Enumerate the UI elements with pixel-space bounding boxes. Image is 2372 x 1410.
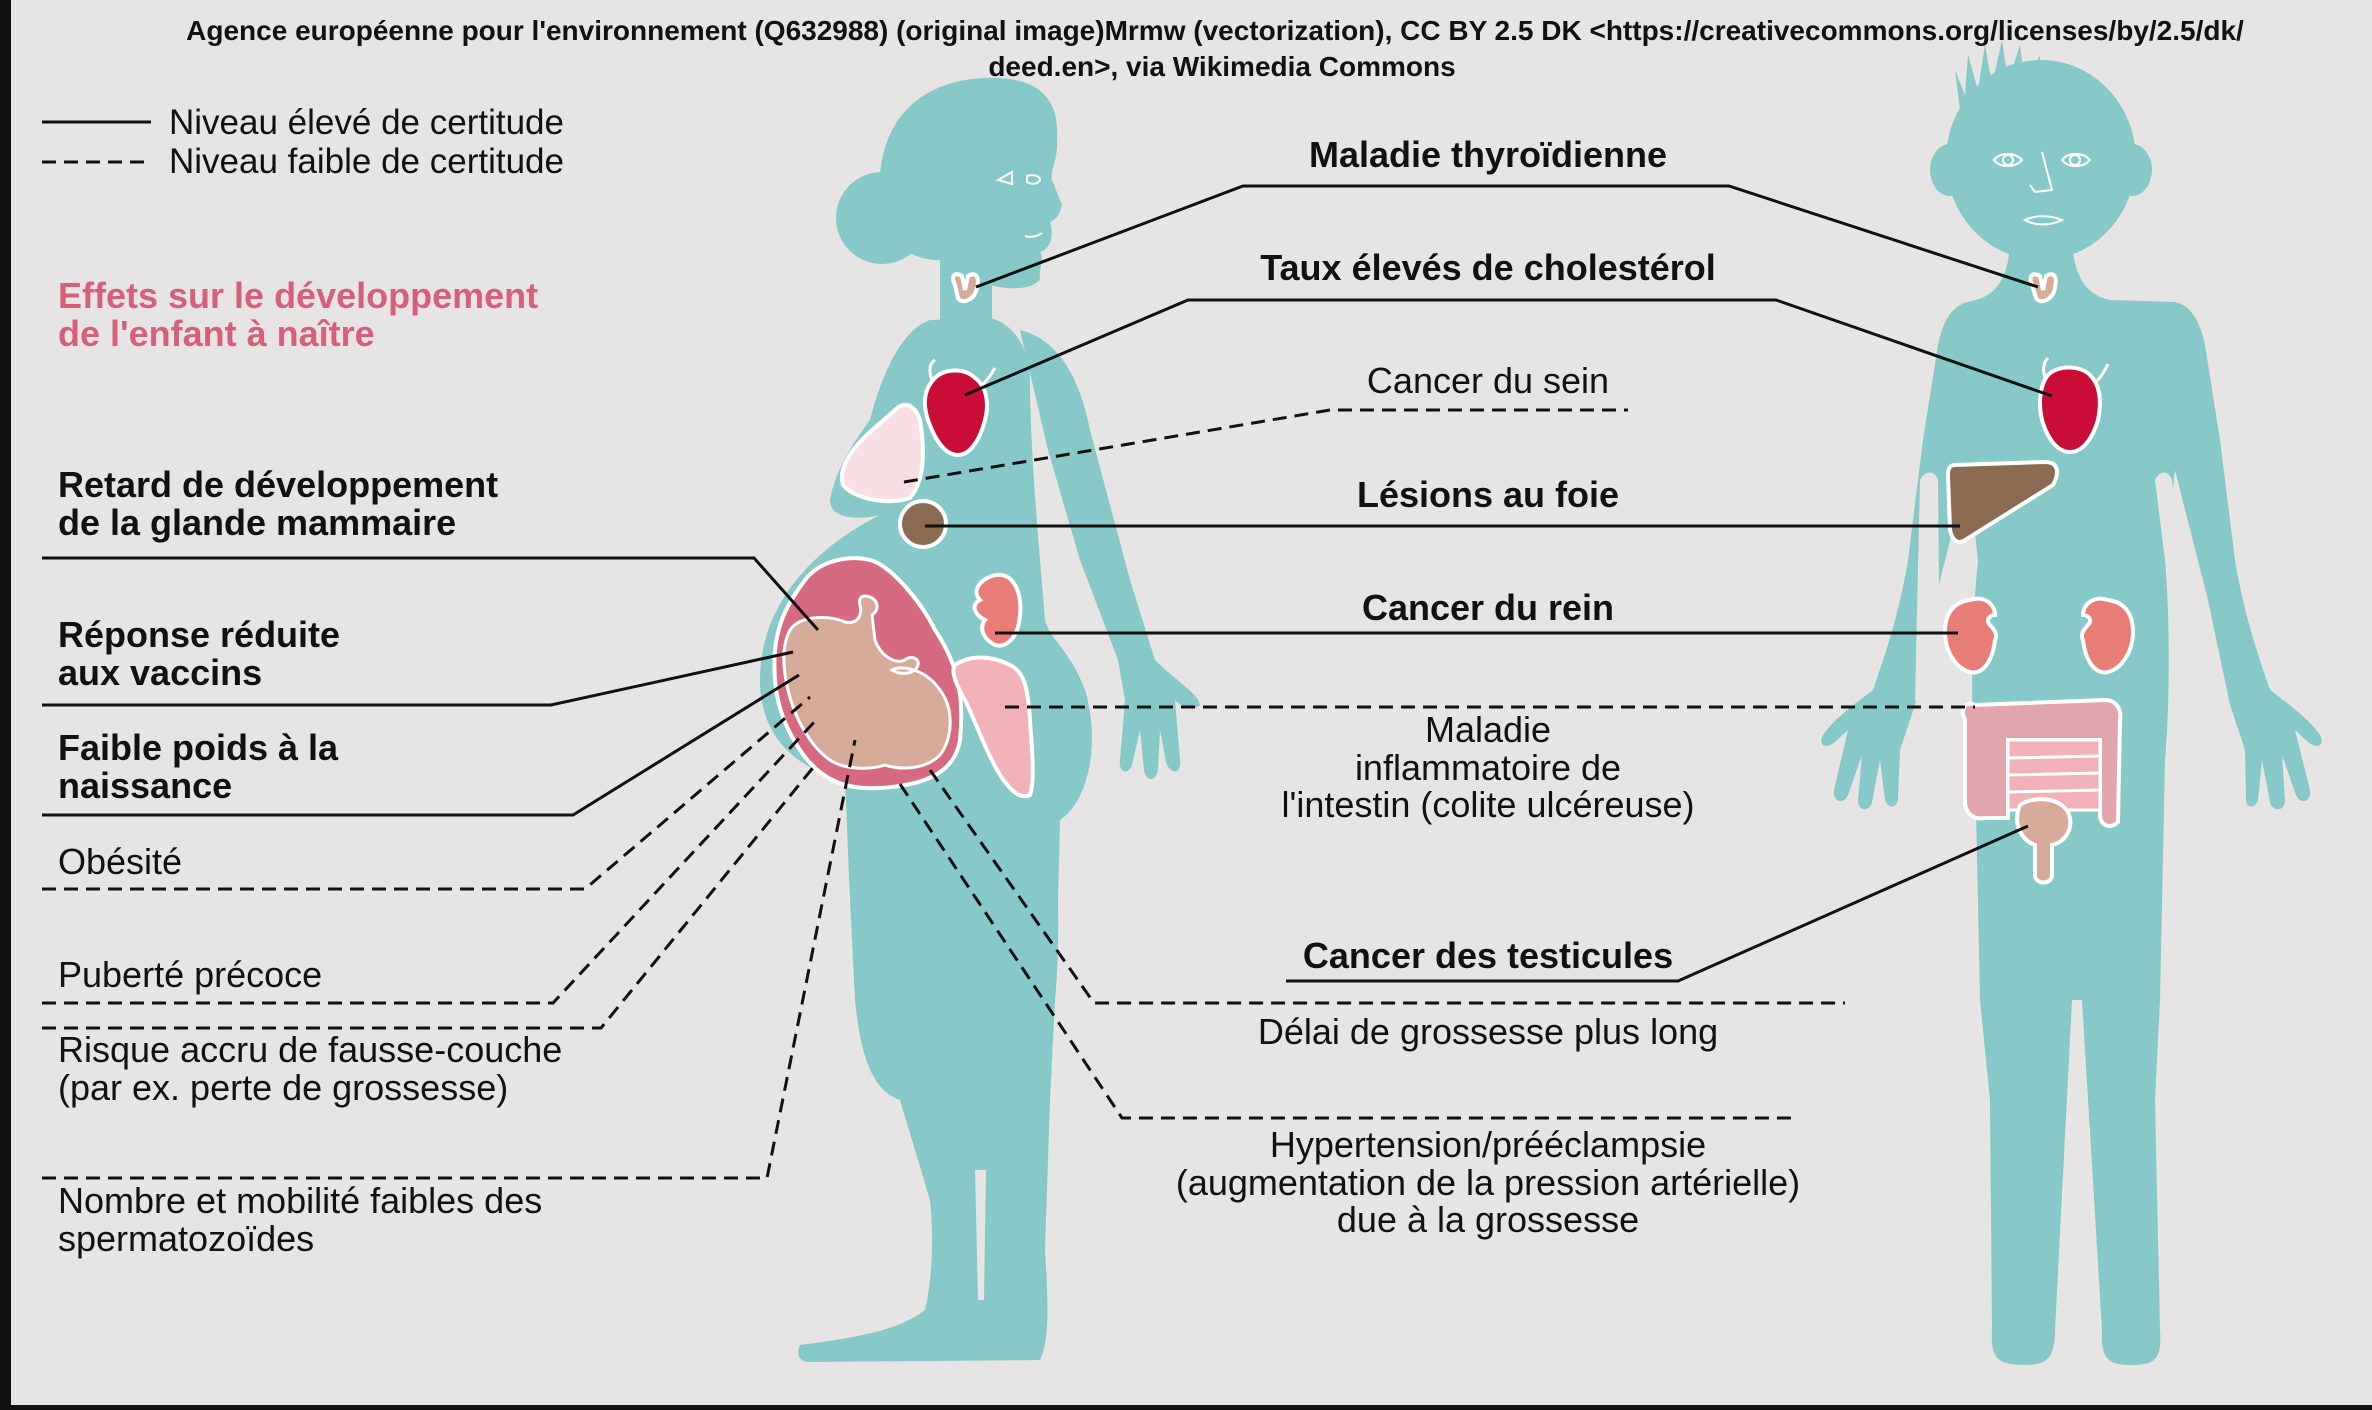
woman-legs — [798, 1000, 1055, 1362]
section-heading-line-1: Effets sur le développement — [58, 275, 538, 316]
fetus — [782, 594, 952, 770]
man-mouth — [2022, 215, 2065, 226]
attribution: Agence européenne pour l'environnement (… — [186, 15, 2244, 82]
arm-gap — [1915, 472, 1940, 700]
man-kidney-right — [1942, 596, 1999, 675]
label-obesity: Obésité — [58, 841, 182, 882]
woman-breast — [839, 402, 925, 504]
connector-thyroid — [975, 184, 2039, 289]
label-ibd-line-2: inflammatoire de — [1355, 747, 1621, 788]
connector-mammary — [42, 556, 820, 631]
label-mammary-line-1: Retard de développement — [58, 464, 498, 505]
woman-eye — [1026, 174, 1042, 185]
heart-vessel — [2094, 363, 2110, 384]
connector-sperm — [42, 739, 857, 1180]
connector-pregnancy-delay — [928, 769, 1845, 1005]
label-pregnancy-delay: Délai de grossesse plus long — [1258, 1011, 1718, 1052]
placenta — [951, 655, 1035, 799]
label-kidney-cancer: Cancer du rein — [1362, 587, 1614, 628]
connector-birth-weight — [42, 673, 800, 817]
man-pupil — [2069, 154, 2081, 166]
pregnant-woman-figure — [760, 77, 1200, 1362]
woman-head — [880, 77, 1062, 300]
label-liver-damage: Lésions au foie — [1357, 474, 1619, 515]
man-nose — [2029, 151, 2054, 194]
woman-liver — [898, 499, 948, 549]
connector-puberty — [42, 716, 820, 1005]
attribution-line-2: deed.en>, via Wikimedia Commons — [988, 51, 1455, 82]
label-puberty: Puberté précoce — [58, 954, 322, 995]
legend-high-certainty: Niveau élevé de certitude — [169, 103, 564, 142]
heart-vessel — [928, 358, 936, 381]
label-mammary-line-2: de la glande mammaire — [58, 502, 456, 543]
label-breast-cancer: Cancer du sein — [1367, 360, 1609, 401]
legend-low-certainty: Niveau faible de certitude — [169, 142, 564, 181]
man-pupil — [2002, 154, 2014, 166]
heart-vessel — [2042, 356, 2050, 379]
man-eye — [2060, 153, 2092, 167]
label-cholesterol: Taux élevés de cholestérol — [1260, 247, 1716, 288]
connector-obesity — [42, 695, 811, 891]
man-genitals — [2015, 797, 2073, 885]
label-sperm-line-2: spermatozoïdes — [58, 1218, 314, 1259]
label-birth-weight-line-1: Faible poids à la — [58, 727, 339, 768]
man-head — [1946, 60, 2136, 260]
label-hypertension-line-1: Hypertension/prééclampsie — [1270, 1124, 1706, 1165]
leg-gap — [975, 1170, 986, 1300]
connector-miscarriage — [42, 763, 818, 1030]
woman-arm — [1020, 330, 1200, 779]
connector-lines — [42, 120, 2053, 1180]
label-hypertension-line-3: due à la grossesse — [1337, 1199, 1639, 1240]
label-hypertension-line-2: (augmentation de la pression artérielle) — [1176, 1162, 1800, 1203]
man-ear — [1930, 144, 1970, 196]
center-labels: Maladie thyroïdienne Taux élevés de chol… — [1176, 134, 1800, 1240]
label-vaccines-line-1: Réponse réduite — [58, 614, 340, 655]
woman-thyroid — [951, 272, 980, 304]
man-liver — [1945, 459, 2059, 544]
label-miscarriage-line-2: (par ex. perte de grossesse) — [58, 1067, 508, 1108]
label-thyroid-disease: Maladie thyroïdienne — [1309, 134, 1667, 175]
man-eye — [1992, 153, 2024, 167]
connector-vaccines — [42, 650, 794, 707]
man-ear — [2112, 144, 2152, 196]
arm-gap — [2155, 472, 2180, 560]
section-heading-line-2: de l'enfant à naître — [58, 313, 375, 354]
left-labels: Retard de développement de la glande mam… — [58, 464, 562, 1259]
man-kidney-left — [2079, 596, 2136, 675]
label-ibd-line-3: l'intestin (colite ulcéreuse) — [1281, 784, 1694, 825]
connector-testicular-cancer — [1286, 824, 2029, 983]
man-thyroid — [2028, 272, 2058, 304]
man-intestine — [1961, 697, 2123, 828]
connector-hypertension — [898, 783, 1792, 1120]
label-birth-weight-line-2: naissance — [58, 765, 232, 806]
woman-eye — [995, 170, 1013, 186]
man-heart — [2038, 365, 2102, 455]
label-ibd-line-1: Maladie — [1425, 709, 1551, 750]
section-heading: Effets sur le développement de l'enfant … — [58, 275, 538, 354]
label-testicular-cancer: Cancer des testicules — [1303, 935, 1673, 976]
connector-breast-cancer — [903, 408, 1628, 484]
legend: Niveau élevé de certitude Niveau faible … — [169, 103, 564, 181]
attribution-line-1: Agence européenne pour l'environnement (… — [186, 15, 2244, 46]
label-sperm-line-1: Nombre et mobilité faibles des — [58, 1180, 542, 1221]
label-miscarriage-line-1: Risque accru de fausse-couche — [58, 1029, 562, 1070]
woman-kidney — [972, 572, 1023, 648]
woman-mouth — [1024, 232, 1043, 238]
label-vaccines-line-2: aux vaccins — [58, 652, 262, 693]
connector-cholesterol — [964, 298, 2053, 398]
heart-vessel — [980, 367, 997, 387]
